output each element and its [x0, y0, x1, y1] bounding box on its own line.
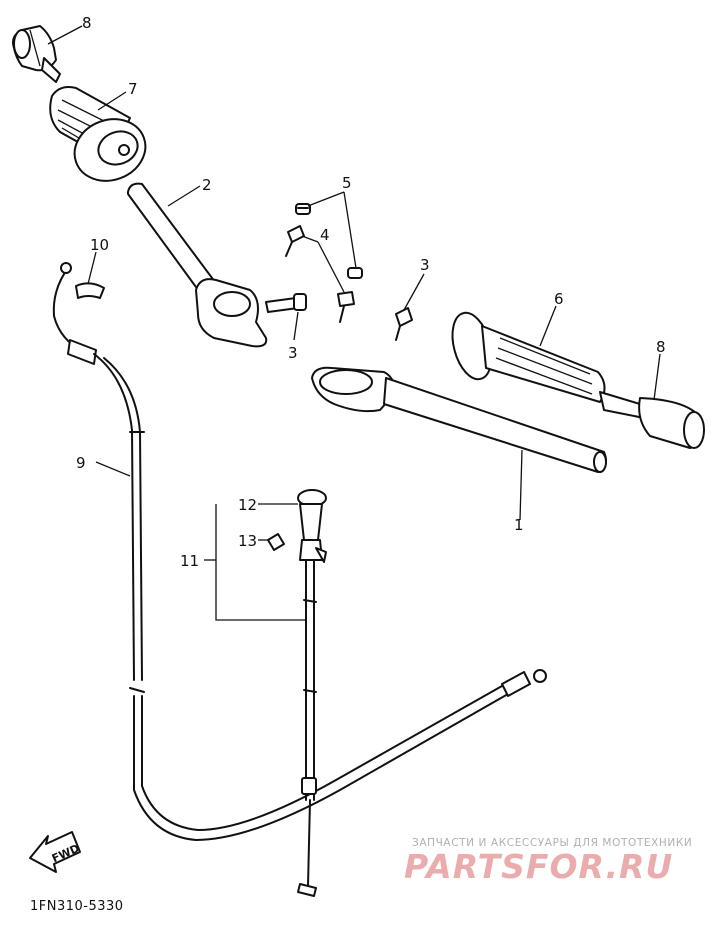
bar-end-weight-left: [12, 25, 61, 83]
callout-2: 2: [202, 176, 212, 194]
callout-7: 7: [128, 80, 138, 98]
handlebar-right: [311, 366, 607, 473]
callout-9: 9: [76, 454, 86, 472]
bar-end-weight-right: [599, 391, 705, 449]
callout-labels: 1 2 3 3 4 5 6 7 8 8 9 10 11 12 13: [76, 14, 666, 570]
cable-clip: [75, 282, 105, 299]
callout-6: 6: [554, 290, 564, 308]
handlebar-left: [127, 182, 307, 348]
throttle-cable: [52, 262, 547, 841]
diagram-code: 1FN310-5330: [30, 899, 124, 914]
watermark: ЗАПЧАСТИ И АКСЕССУАРЫ ДЛЯ МОТОТЕХНИКИ PA…: [404, 837, 692, 886]
choke-cable-assembly: [267, 489, 327, 897]
callout-12: 12: [238, 496, 257, 514]
callout-5: 5: [342, 174, 352, 192]
callout-13: 13: [238, 532, 257, 550]
callout-1: 1: [514, 516, 524, 534]
grip-right: [451, 311, 606, 403]
callout-3-left: 3: [288, 344, 298, 362]
throttle-grip: [49, 86, 147, 182]
fwd-arrow: FWD: [29, 831, 81, 873]
screws-center: [285, 203, 413, 341]
callout-3-right: 3: [420, 256, 430, 274]
leader-lines: [47, 25, 661, 621]
callout-4: 4: [320, 226, 330, 244]
callout-11: 11: [180, 552, 199, 570]
callout-10: 10: [90, 236, 109, 254]
callout-8-right: 8: [656, 338, 666, 356]
watermark-logo: PARTSFOR.RU: [404, 847, 673, 886]
watermark-tagline: ЗАПЧАСТИ И АКСЕССУАРЫ ДЛЯ МОТОТЕХНИКИ: [412, 837, 692, 849]
callout-8-left: 8: [82, 14, 92, 32]
